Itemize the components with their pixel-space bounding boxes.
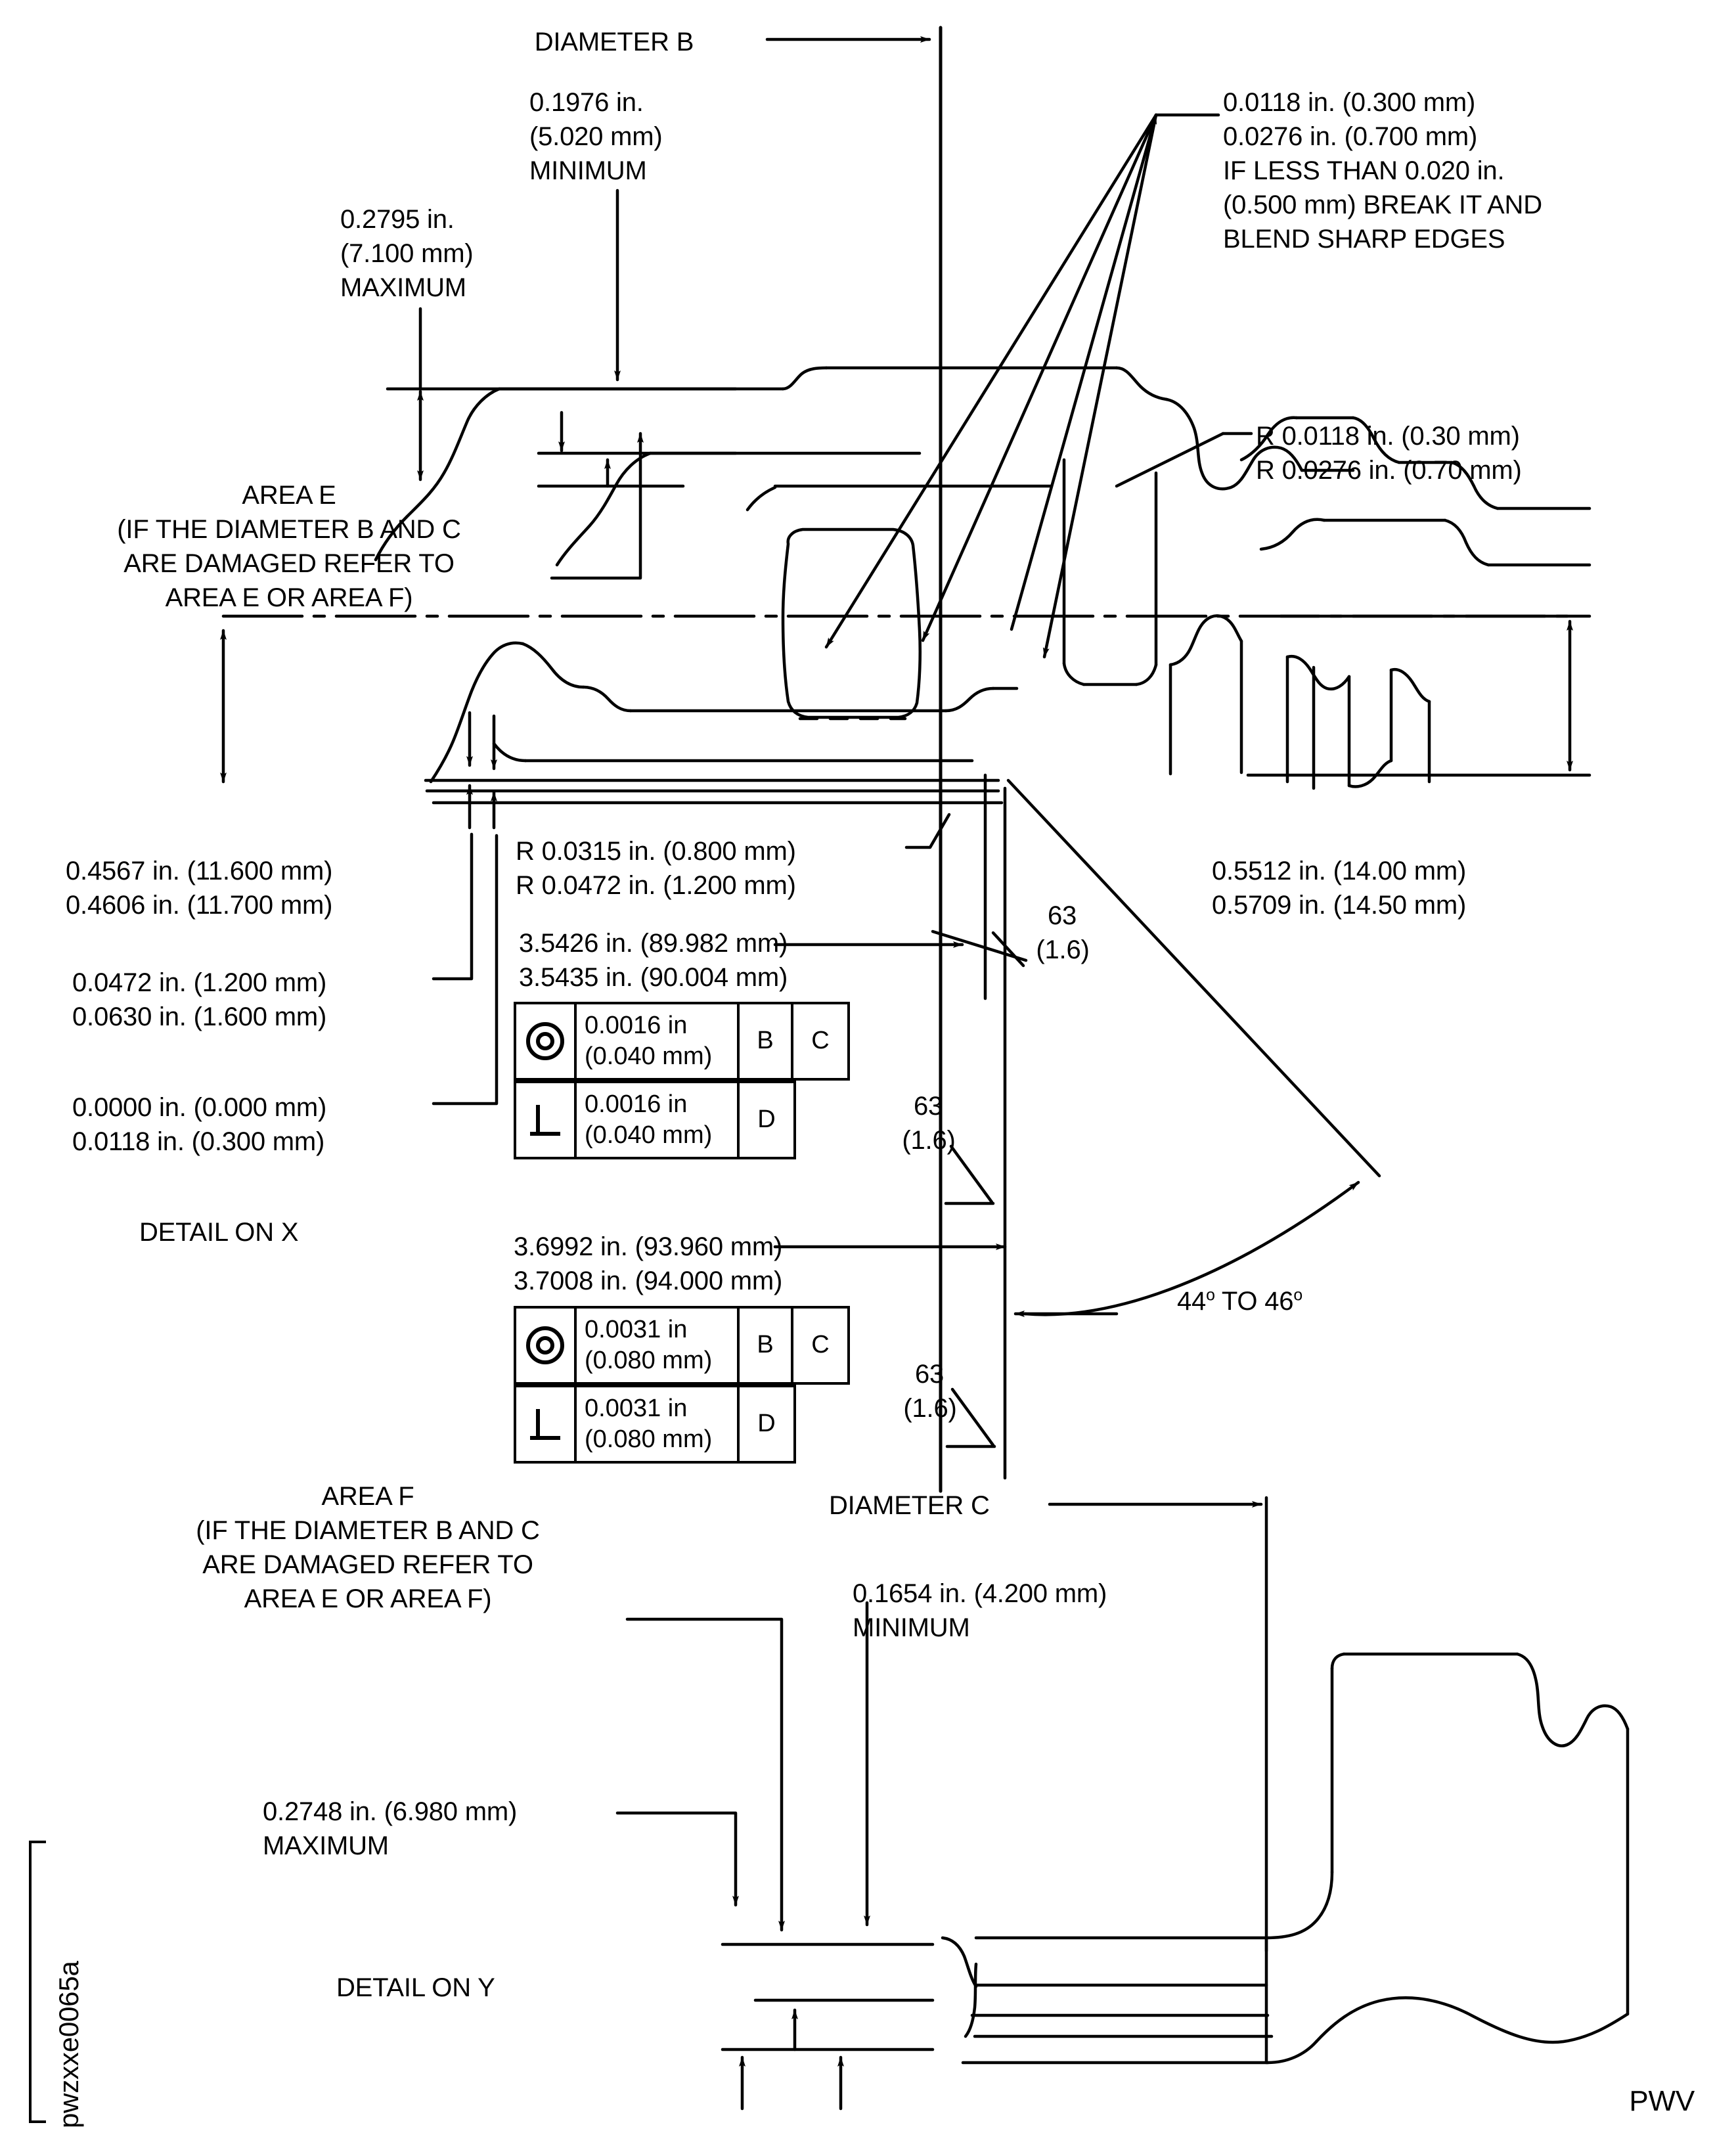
note-area-e-line1: AREA E bbox=[242, 481, 336, 510]
gdt-tolerance-mm: (0.080 mm) bbox=[585, 1347, 713, 1374]
detail-on-x-label: DETAIL ON X bbox=[139, 1218, 299, 1247]
left-dim-1200-line1: 0.0472 in. (1.200 mm) bbox=[72, 968, 327, 997]
gdt-concentricity-94-frame: 0.0031 in (0.080 mm) B C bbox=[514, 1306, 850, 1385]
note-radius-left-line2: R 0.0472 in. (1.200 mm) bbox=[516, 871, 796, 900]
note-area-f-line2: (IF THE DIAMETER B AND C bbox=[196, 1516, 540, 1545]
surface-finish-upper-metric: (1.6) bbox=[1036, 935, 1090, 964]
left-dim-0300-line2: 0.0118 in. (0.300 mm) bbox=[72, 1127, 325, 1156]
angle-between: TO bbox=[1214, 1287, 1265, 1316]
gdt-datum-b: B bbox=[740, 1309, 793, 1382]
gdt-tolerance-mm: (0.040 mm) bbox=[585, 1042, 713, 1070]
note-area-e-line3: ARE DAMAGED REFER TO bbox=[123, 549, 455, 578]
perpendicularity-icon bbox=[516, 1083, 577, 1157]
note-radius-right-line1: R 0.0118 in. (0.30 mm) bbox=[1256, 422, 1520, 451]
gdt-perpendicularity-90-frame: 0.0016 in (0.040 mm) D bbox=[514, 1081, 796, 1159]
gdt-tolerance-cell: 0.0016 in (0.040 mm) bbox=[577, 1083, 740, 1157]
left-dim-11600-line1: 0.4567 in. (11.600 mm) bbox=[66, 857, 333, 885]
figure-id-bracket bbox=[29, 1841, 46, 2123]
gdt-tolerance-cell: 0.0016 in (0.040 mm) bbox=[577, 1004, 740, 1078]
right-dim-14500-line2: 0.5709 in. (14.50 mm) bbox=[1212, 891, 1467, 920]
bottom-dim-4200-line2: MINIMUM bbox=[853, 1613, 970, 1642]
note-area-f-line1: AREA F bbox=[321, 1482, 414, 1511]
bottom-dim-6980-line2: MAXIMUM bbox=[263, 1831, 389, 1860]
gdt-tolerance-mm: (0.040 mm) bbox=[585, 1121, 713, 1149]
angle-dimension: 44o TO 46o bbox=[1177, 1284, 1505, 1318]
dim-0p2795-line2: (7.100 mm) bbox=[340, 239, 474, 268]
surface-finish-mid-value: 63 bbox=[913, 1092, 943, 1121]
note-area-e-line2: (IF THE DIAMETER B AND C bbox=[117, 515, 461, 544]
note-area-e-line4: AREA E OR AREA F) bbox=[165, 583, 413, 612]
dim-0p2795-line3: MAXIMUM bbox=[340, 273, 466, 302]
gdt-tolerance-in: 0.0016 in bbox=[585, 1090, 688, 1118]
dim-0p1976-line1: 0.1976 in. bbox=[529, 88, 644, 117]
note-radius-left-line1: R 0.0315 in. (0.800 mm) bbox=[516, 837, 796, 866]
gdt-tolerance-mm: (0.080 mm) bbox=[585, 1425, 713, 1453]
gdt-tolerance-in: 0.0031 in bbox=[585, 1315, 688, 1343]
bottom-dim-4200-line1: 0.1654 in. (4.200 mm) bbox=[853, 1579, 1107, 1608]
gdt-datum-c: C bbox=[811, 1331, 830, 1359]
note-break-edges-line4: (0.500 mm) BREAK IT AND bbox=[1223, 190, 1542, 219]
note-break-edges-line1: 0.0118 in. (0.300 mm) bbox=[1223, 88, 1476, 117]
gdt-tolerance-cell: 0.0031 in (0.080 mm) bbox=[577, 1387, 740, 1461]
degree-symbol-1: o bbox=[1206, 1286, 1215, 1305]
gdt-datum-d: D bbox=[757, 1106, 776, 1134]
note-break-edges-line5: BLEND SHARP EDGES bbox=[1223, 225, 1505, 254]
gdt-datum-c: C bbox=[811, 1027, 830, 1055]
surface-finish-lower-value: 63 bbox=[914, 1360, 945, 1389]
surface-finish-upper-value: 63 bbox=[1047, 901, 1077, 930]
angle-value-1: 44 bbox=[1177, 1287, 1207, 1316]
dim-0p1976-line3: MINIMUM bbox=[529, 156, 647, 185]
gdt-tolerance-cell: 0.0031 in (0.080 mm) bbox=[577, 1309, 740, 1382]
gdt-concentricity-90-frame: 0.0016 in (0.040 mm) B C bbox=[514, 1002, 850, 1081]
figure-id-label: pwzxxe0065a bbox=[53, 1961, 84, 2128]
gdt-tolerance-in: 0.0016 in bbox=[585, 1011, 688, 1039]
perpendicularity-icon bbox=[516, 1387, 577, 1461]
center-dim-93960-line1: 3.6992 in. (93.960 mm) bbox=[514, 1232, 783, 1261]
note-break-edges-line3: IF LESS THAN 0.020 in. bbox=[1223, 156, 1505, 185]
gdt-perpendicularity-94-frame: 0.0031 in (0.080 mm) D bbox=[514, 1385, 796, 1464]
gdt-tolerance-in: 0.0031 in bbox=[585, 1394, 688, 1422]
angle-value-2: 46 bbox=[1264, 1287, 1294, 1316]
left-dim-0000-line1: 0.0000 in. (0.000 mm) bbox=[72, 1093, 327, 1122]
left-dim-11700-line2: 0.4606 in. (11.700 mm) bbox=[66, 891, 333, 920]
corner-code-label: PWV bbox=[1629, 2085, 1695, 2117]
note-radius-right-line2: R 0.0276 in. (0.70 mm) bbox=[1256, 456, 1522, 485]
center-dim-89982-line1: 3.5426 in. (89.982 mm) bbox=[519, 929, 788, 958]
left-dim-1600-line2: 0.0630 in. (1.600 mm) bbox=[72, 1002, 327, 1031]
gdt-datum-d: D bbox=[757, 1410, 776, 1438]
note-area-f-line3: ARE DAMAGED REFER TO bbox=[202, 1550, 533, 1579]
surface-finish-mid-metric: (1.6) bbox=[902, 1126, 956, 1155]
degree-symbol-2: o bbox=[1293, 1286, 1302, 1305]
center-dim-94000-line2: 3.7008 in. (94.000 mm) bbox=[514, 1266, 783, 1295]
gdt-datum-b: B bbox=[740, 1004, 793, 1078]
concentricity-icon bbox=[516, 1004, 577, 1078]
concentricity-icon bbox=[516, 1309, 577, 1382]
diameter-c-label: DIAMETER C bbox=[829, 1491, 990, 1520]
bottom-dim-6980-line1: 0.2748 in. (6.980 mm) bbox=[263, 1797, 518, 1826]
center-dim-90004-line2: 3.5435 in. (90.004 mm) bbox=[519, 963, 788, 992]
surface-finish-lower-metric: (1.6) bbox=[903, 1394, 957, 1423]
detail-on-y-label: DETAIL ON Y bbox=[336, 1973, 495, 2002]
right-dim-14000-line1: 0.5512 in. (14.00 mm) bbox=[1212, 857, 1467, 885]
dim-0p2795-line1: 0.2795 in. bbox=[340, 205, 455, 234]
dim-0p1976-line2: (5.020 mm) bbox=[529, 122, 663, 151]
diameter-b-label: DIAMETER B bbox=[534, 28, 694, 56]
note-area-f-line4: AREA E OR AREA F) bbox=[244, 1584, 492, 1613]
note-break-edges-line2: 0.0276 in. (0.700 mm) bbox=[1223, 122, 1478, 151]
